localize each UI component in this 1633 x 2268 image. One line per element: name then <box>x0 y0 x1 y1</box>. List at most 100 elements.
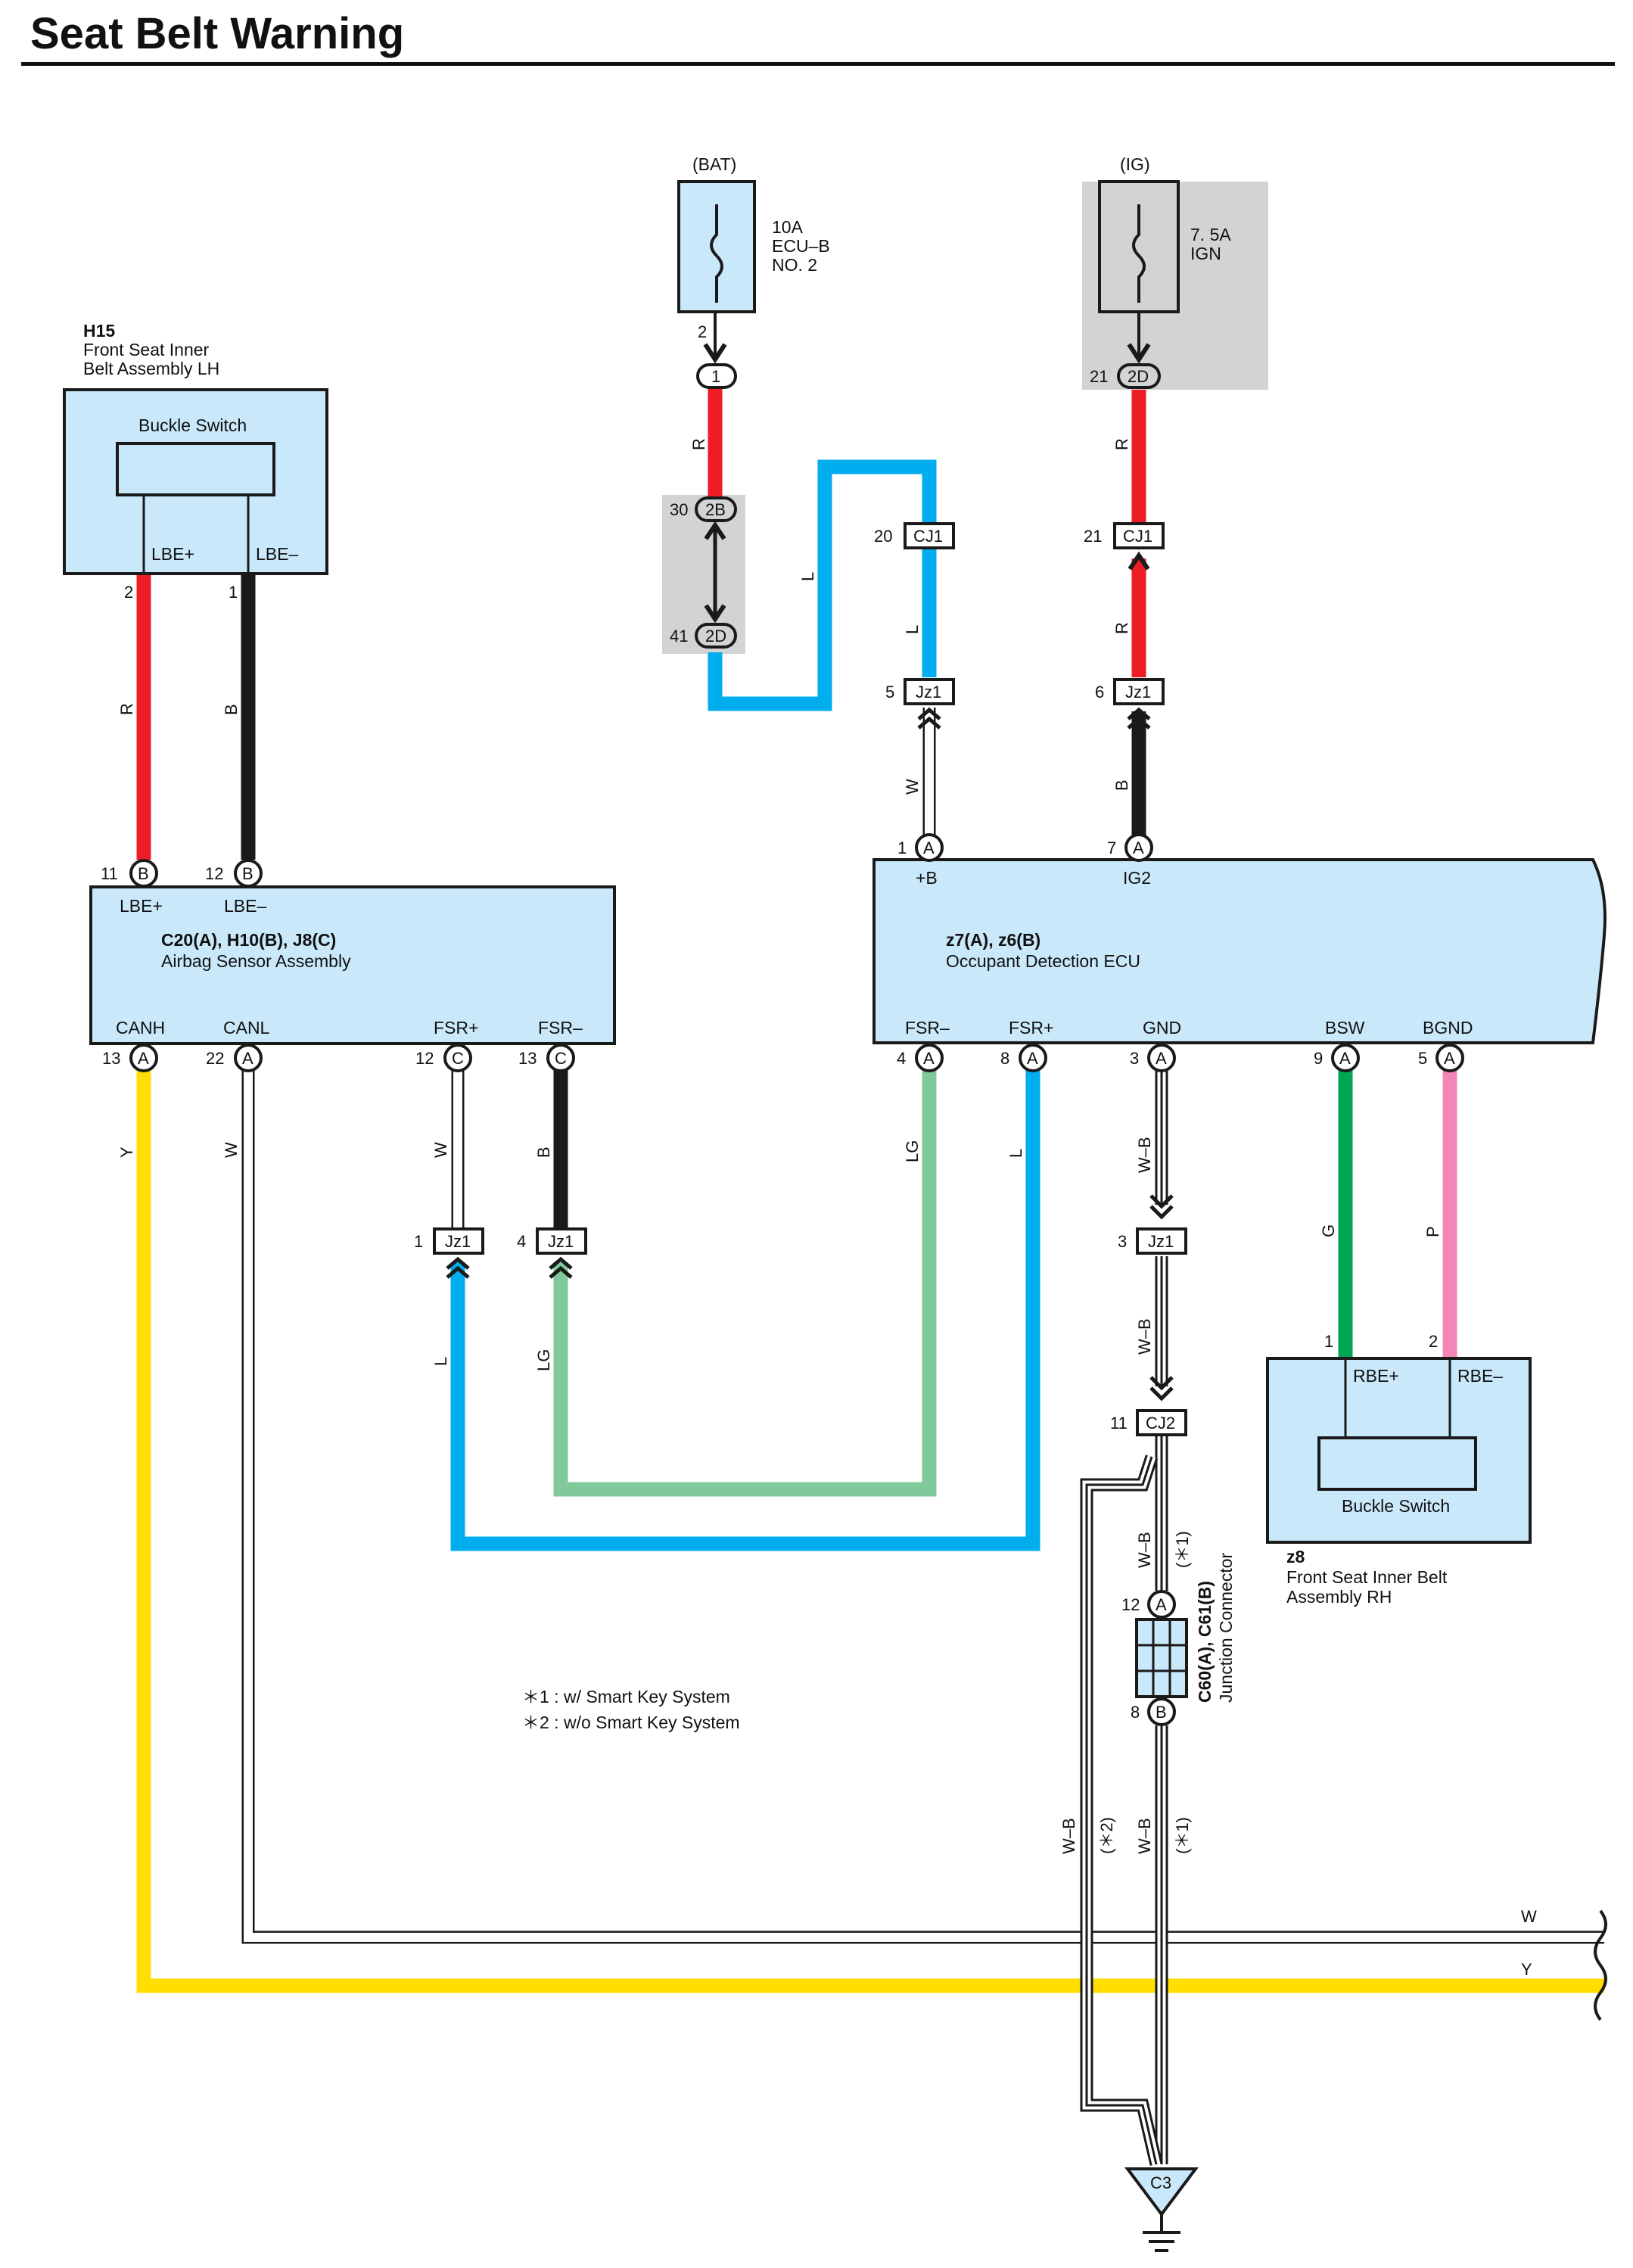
wire-label-w-right: W <box>1521 1907 1537 1926</box>
bat-fuse-icon <box>710 204 723 303</box>
connector-cj1-left <box>904 522 955 549</box>
jc-pin-top <box>1147 1590 1176 1619</box>
ecu-pin-gnd <box>1147 1044 1176 1072</box>
connector-jz1-5 <box>904 678 955 705</box>
connector-cj2 <box>1136 1409 1187 1436</box>
wire-label-l-cj1: L <box>903 625 922 634</box>
svg-text:CANL: CANL <box>223 1018 270 1038</box>
airbag-pin-canh <box>129 1044 158 1072</box>
wire-label-w-fsr: W <box>431 1142 450 1158</box>
jz1-6-arrow-icon <box>1127 707 1151 730</box>
connector-cj1-right <box>1113 522 1165 549</box>
connector-2d-arrow-icon <box>704 604 726 624</box>
jz1-5-arrow-icon <box>917 707 941 730</box>
connector-jz1-3-pin: 3 <box>1118 1232 1127 1251</box>
h15-pin-neg: 1 <box>229 583 238 602</box>
wire-label-lg-ecu: LG <box>903 1140 922 1162</box>
bat-connector-label: 1 <box>711 367 720 386</box>
junction-connector <box>1135 1618 1188 1698</box>
connector-jz1-6-pin: 6 <box>1095 683 1104 702</box>
wire-label-lg-jz1: LG <box>534 1349 553 1371</box>
connector-jz1-6 <box>1113 678 1165 705</box>
wire-label-w-b: W <box>903 779 922 795</box>
cj1-right-arrow-icon <box>1128 551 1150 571</box>
svg-text:A: A <box>1444 1049 1455 1068</box>
svg-text:CANH: CANH <box>116 1018 165 1038</box>
airbag-code: C20(A), H10(B), J8(C) <box>161 930 336 950</box>
connector-jz1-1-pin: 1 <box>414 1232 423 1251</box>
ig-label: (IG) <box>1120 154 1150 174</box>
z8-name-2: Assembly RH <box>1286 1587 1392 1607</box>
airbag-sensor-box <box>89 885 616 1045</box>
ecu-top-pins: A 1 +B A 7 IG2 <box>897 833 1153 888</box>
svg-text:C: C <box>452 1049 464 1068</box>
svg-text:A: A <box>923 1049 935 1068</box>
wire-label-r-lbe: R <box>117 703 136 715</box>
svg-text:FSR–: FSR– <box>905 1018 950 1038</box>
z8-switch <box>1317 1436 1477 1491</box>
bat-arrow-icon <box>703 343 727 364</box>
connector-2b-arrow-icon <box>704 521 726 540</box>
svg-text:A: A <box>1133 838 1144 857</box>
airbag-pin-canl <box>234 1044 263 1072</box>
title-rule <box>21 62 1615 66</box>
jz1-4-arrow-icon <box>549 1256 573 1279</box>
h15-term-pos: LBE+ <box>151 544 194 564</box>
svg-text:12: 12 <box>1121 1595 1140 1614</box>
connector-jz1-4 <box>536 1227 587 1255</box>
svg-text:13: 13 <box>102 1049 120 1068</box>
airbag-pin-fsr-pos <box>443 1044 472 1072</box>
z8-code: z8 <box>1286 1547 1305 1566</box>
wire-label-wb-5: W–B <box>1059 1818 1078 1854</box>
wire-label-b-lbe: B <box>222 704 241 715</box>
svg-text:3: 3 <box>1130 1049 1139 1068</box>
connector-jz1-4-pin: 4 <box>517 1232 526 1251</box>
svg-text:13: 13 <box>518 1049 537 1068</box>
ig-fuse-icon <box>1132 204 1146 303</box>
connector-2b-label: 2B <box>705 500 726 519</box>
ground-c3 <box>1124 2167 1199 2217</box>
airbag-bottom-pins: CANH A 13 CANL A 22 FSR+ C 12 FSR– C 13 <box>102 1018 583 1072</box>
connector-cj1-right-pin: 21 <box>1084 527 1102 546</box>
svg-text:9: 9 <box>1314 1049 1323 1068</box>
jz1-1-arrow-icon <box>446 1256 470 1279</box>
connector-jz1-1-label: Jz1 <box>445 1232 471 1251</box>
connector-cj1-right-label: CJ1 <box>1123 527 1152 546</box>
wire-jz1-fsr-pos-blue <box>450 1056 1040 1551</box>
wire-label-wb-4: W–B <box>1135 1818 1154 1854</box>
connector-jz1-5-label: Jz1 <box>916 683 941 702</box>
svg-text:C: C <box>555 1049 567 1068</box>
ig-fuse-amp: 7. 5A <box>1190 225 1231 244</box>
break-mark <box>1594 1909 1607 2021</box>
connector-cj1-left-pin: 20 <box>874 527 892 546</box>
ecu-bottom-pins: FSR– A 4 FSR+ A 8 GND A 3 BSW A 9 BGND A… <box>897 1018 1473 1072</box>
ground-c3-label: C3 <box>1150 2173 1171 2192</box>
svg-text:5: 5 <box>1418 1049 1427 1068</box>
svg-text:A: A <box>1156 1049 1167 1068</box>
ecu-pin-fsr-neg <box>915 1044 944 1072</box>
airbag-pin-lbe-pos <box>129 859 158 888</box>
note-smart-key-1: ＊1 : w/ Smart Key System <box>522 1687 730 1706</box>
bat-fuse-pin: 2 <box>698 322 707 341</box>
ecu-pin-ig2 <box>1124 833 1153 862</box>
svg-text:A: A <box>1027 1049 1038 1068</box>
wire-label-r-bat: R <box>689 438 708 450</box>
wire-label-mark-1a: (＊1) <box>1173 1531 1192 1568</box>
wire-label-wb-1: W–B <box>1135 1137 1154 1173</box>
connector-jz1-5-pin: 5 <box>885 683 894 702</box>
svg-text:12: 12 <box>205 864 223 883</box>
svg-text:A: A <box>923 838 935 857</box>
wire-label-b-fsr: B <box>534 1146 553 1158</box>
jc-code: C60(A), C61(B) <box>1195 1581 1215 1703</box>
wire-label-mark-2: (＊2) <box>1097 1817 1116 1854</box>
ig-connector <box>1117 363 1161 389</box>
connector-jz1-1 <box>433 1227 484 1255</box>
connector-cj1-left-label: CJ1 <box>913 527 943 546</box>
z8-term-pos: RBE+ <box>1353 1366 1399 1386</box>
h15-pin-pos: 2 <box>124 583 133 602</box>
wire-2d-cj1-blue <box>708 459 937 711</box>
h15-term-neg: LBE– <box>256 544 298 564</box>
page-title: Seat Belt Warning <box>30 9 404 58</box>
wire-label-b-ig2: B <box>1112 779 1131 791</box>
ig-connector-label: 2D <box>1128 367 1149 386</box>
